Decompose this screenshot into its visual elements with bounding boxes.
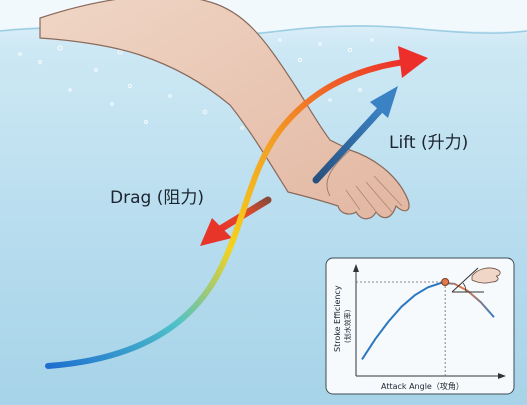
bubble (347, 47, 353, 53)
bubble (37, 59, 43, 65)
bubble (370, 38, 374, 42)
x-axis-arrow (498, 373, 506, 379)
bubble (328, 98, 332, 102)
y-axis-label: Stroke Efficiency (333, 285, 342, 352)
stroke-path (45, 46, 428, 369)
bubble (110, 102, 114, 106)
bubble (297, 57, 303, 63)
bubble (127, 83, 133, 89)
bubble (168, 94, 172, 98)
bubble (278, 38, 282, 42)
lift-label: Lift (升力) (389, 133, 468, 153)
bubble (117, 49, 123, 55)
bubble (144, 120, 148, 124)
bubble (202, 109, 208, 115)
bubble (357, 87, 363, 93)
bubble (68, 88, 72, 92)
hand-icon (471, 267, 501, 284)
peak-marker (441, 278, 450, 286)
bubble (240, 126, 244, 130)
finger-lines (345, 175, 403, 215)
efficiency-curve (361, 281, 495, 360)
bubble (57, 45, 63, 51)
bubble (18, 52, 22, 56)
y-axis-sub-label: (划水效率) (343, 309, 352, 343)
angle-icon (451, 267, 484, 293)
bubble (318, 42, 322, 46)
bubble (94, 68, 98, 72)
x-axis-label: Attack Angle（攻角） (381, 381, 464, 391)
y-axis-arrow (353, 264, 359, 272)
lift-arrow (312, 86, 398, 184)
drag-label: Drag (阻力) (110, 188, 204, 208)
stroke-path-arrowhead (398, 46, 428, 78)
thumb-line (326, 149, 351, 197)
arm-and-hand (39, 0, 410, 220)
efficiency-chart: Stroke Efficiency (划水效率) Attack Angle（攻角… (325, 257, 515, 395)
